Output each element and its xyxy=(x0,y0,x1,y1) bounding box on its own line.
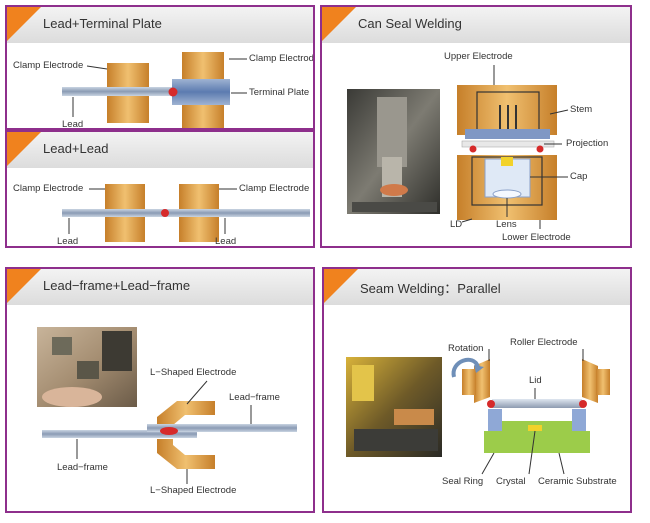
lead-right xyxy=(165,209,310,217)
label-clamp-electrode-left: Clamp Electrode xyxy=(13,183,84,194)
panel-seam-welding-parallel: Seam Welding：Parallel xyxy=(322,267,632,513)
label-ceramic-substrate: Ceramic Substrate xyxy=(538,476,617,487)
panel-header: Seam Welding：Parallel xyxy=(324,269,630,305)
rotation-arrow-icon xyxy=(451,357,480,378)
lens xyxy=(492,189,522,199)
label-leadframe-left: Lead−frame xyxy=(57,462,108,473)
panel-header: Lead+Terminal Plate xyxy=(7,7,313,43)
label-lower-electrode: Lower Electrode xyxy=(502,232,571,243)
seal-ring-left xyxy=(488,409,502,431)
accent-triangle xyxy=(324,269,358,303)
stem xyxy=(465,129,550,139)
l-shaped-electrode-top xyxy=(157,401,215,431)
leadframe-left xyxy=(42,430,197,438)
panel-title: Lead+Lead xyxy=(43,141,109,156)
lead-rod xyxy=(62,87,177,96)
ld-chip xyxy=(501,157,513,166)
panel-header: Lead−frame+Lead−frame xyxy=(7,269,313,305)
weld-spot-right xyxy=(579,400,587,408)
roller-electrode-right xyxy=(582,359,598,403)
label-l-shaped-electrode-bottom: L−Shaped Electrode xyxy=(150,485,237,496)
label-clamp-electrode-right: Clamp Electrode xyxy=(249,53,315,64)
leadframe-diagram xyxy=(37,327,297,484)
lid xyxy=(492,399,582,408)
label-stem: Stem xyxy=(570,104,593,115)
accent-triangle xyxy=(7,132,41,166)
panel-header: Lead+Lead xyxy=(7,132,313,168)
label-lid: Lid xyxy=(529,375,542,386)
panel-title: Can Seal Welding xyxy=(358,16,462,31)
weld-spot xyxy=(160,427,178,435)
label-clamp-electrode-left: Clamp Electrode xyxy=(13,60,84,71)
lead-lead-diagram xyxy=(62,184,310,242)
label-terminal-plate: Terminal Plate xyxy=(249,87,310,98)
projection-weld-right xyxy=(536,145,544,153)
seam-welding-photo xyxy=(346,357,442,457)
panel-lead-terminal-plate: Lead+Terminal Plate Clamp Electrode Clam… xyxy=(5,5,315,130)
label-projection: Projection xyxy=(566,138,609,149)
weld-spot xyxy=(168,87,178,97)
panel-title: Lead−frame+Lead−frame xyxy=(43,278,191,293)
label-roller-electrode: Roller Electrode xyxy=(510,337,578,348)
label-clamp-electrode-right: Clamp Electrode xyxy=(239,183,310,194)
leadframe-right xyxy=(147,424,297,432)
label-lead-left: Lead xyxy=(57,236,79,247)
label-l-shaped-electrode-top: L−Shaped Electrode xyxy=(150,367,237,378)
can-seal-photo xyxy=(347,89,440,214)
label-lens: Lens xyxy=(496,219,517,230)
seam-welding-diagram xyxy=(346,349,610,475)
weld-spot xyxy=(161,209,169,217)
label-ld: LD xyxy=(450,219,463,230)
lead-left xyxy=(62,209,167,217)
panel-can-seal-welding: Can Seal Welding xyxy=(320,5,632,248)
panel-header: Can Seal Welding xyxy=(322,7,630,43)
label-lead-right: Lead xyxy=(215,236,237,247)
seal-ring-right xyxy=(572,409,586,431)
label-seal-ring: Seal Ring xyxy=(442,476,484,487)
label-crystal: Crystal xyxy=(496,476,526,487)
label-leadframe-right: Lead−frame xyxy=(229,392,280,403)
can-seal-diagram xyxy=(347,65,569,229)
l-shaped-electrode-bottom xyxy=(157,439,215,469)
leadframe-photo xyxy=(37,327,137,407)
panel-title: Lead+Terminal Plate xyxy=(43,16,162,31)
panel-title: Seam Welding：Parallel xyxy=(360,281,501,296)
panel-lead-lead: Lead+Lead Clamp Electrode Clamp Electrod… xyxy=(5,130,315,248)
terminal-plate xyxy=(172,79,230,105)
label-lead: Lead xyxy=(62,119,84,130)
label-upper-electrode: Upper Electrode xyxy=(444,51,513,62)
label-rotation: Rotation xyxy=(448,343,484,354)
projection-weld-left xyxy=(469,145,477,153)
panel-leadframe-leadframe: Lead−frame+Lead−frame L−Shaped Electrode… xyxy=(5,267,315,513)
accent-triangle xyxy=(7,269,41,303)
lead-terminal-diagram xyxy=(62,52,247,128)
accent-triangle xyxy=(7,7,41,41)
accent-triangle xyxy=(322,7,356,41)
ceramic-substrate xyxy=(484,431,590,453)
label-cap: Cap xyxy=(570,171,588,182)
crystal xyxy=(528,425,542,431)
weld-spot-left xyxy=(487,400,495,408)
